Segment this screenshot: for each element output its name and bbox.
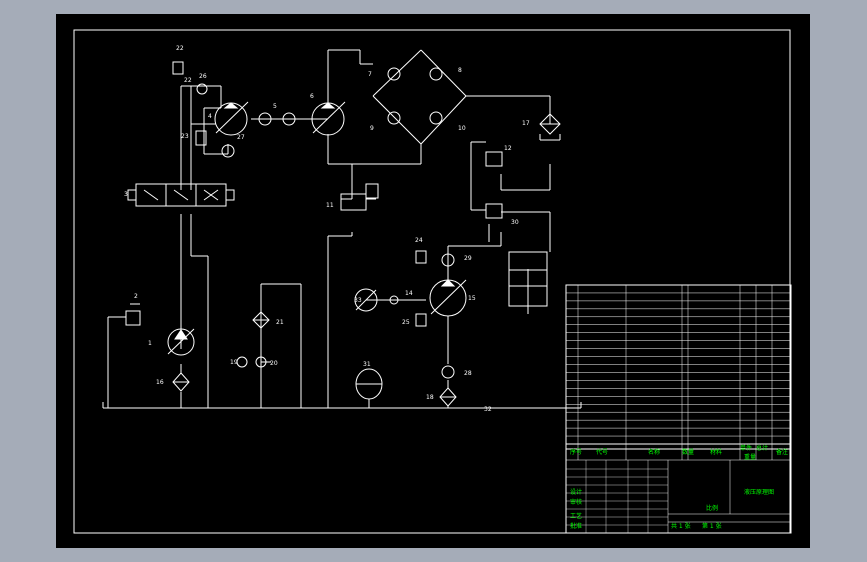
process-label: 工艺: [570, 512, 582, 520]
sheet-count: 共 1 张: [671, 522, 691, 530]
label-22: 22: [176, 45, 184, 52]
designer-label: 设计: [570, 488, 582, 496]
label-10: 10: [458, 125, 466, 132]
label-30: 30: [511, 219, 519, 226]
label-7: 7: [368, 71, 372, 78]
parts-list: 序号 代号 名称 数量 材料 单件 总计 备注 重量: [565, 284, 792, 461]
label-31: 31: [363, 361, 371, 368]
label-6: 6: [310, 93, 314, 100]
label-14: 14: [405, 290, 413, 297]
label-2: 2: [134, 293, 138, 300]
scale-label: 比例: [706, 504, 718, 512]
bom-header-qty: 数量: [682, 448, 694, 456]
drawing-title: 液压原理图: [744, 488, 774, 496]
label-5: 5: [273, 103, 277, 110]
drawing-sheet: 22 26 4 5 6 23 27 3 7 8 9 10 17 12 11 30…: [56, 14, 810, 548]
bom-weight-label: 重量: [744, 453, 756, 461]
bom-header-index: 序号: [570, 448, 582, 456]
checker-label: 审核: [570, 498, 582, 506]
label-4: 4: [208, 113, 212, 120]
label-15: 15: [468, 295, 476, 302]
label-28: 28: [464, 370, 472, 377]
label-21: 21: [276, 319, 284, 326]
label-19: 19: [230, 359, 238, 366]
label-11: 11: [326, 202, 334, 209]
label-25: 25: [402, 319, 410, 326]
bom-header-name: 名称: [648, 448, 660, 456]
approve-label: 批准: [570, 522, 582, 530]
label-8: 8: [458, 67, 462, 74]
sheet-number: 第 1 张: [702, 522, 722, 530]
component-labels: 22 26 4 5 6 23 27 3 7 8 9 10 17 12 11 30…: [124, 45, 530, 413]
label-22b: 22: [184, 77, 192, 84]
label-12: 12: [504, 145, 512, 152]
label-16: 16: [156, 379, 164, 386]
label-23: 23: [181, 133, 189, 140]
components: [125, 61, 561, 407]
label-17: 17: [522, 120, 530, 127]
schematic-lines: [102, 49, 582, 409]
bom-header-unit: 单件: [740, 444, 752, 452]
title-block: 液压原理图 比例 共 1 张 第 1 张 设计 审核 工艺 批准: [565, 443, 792, 534]
bom-header-material: 材料: [710, 448, 722, 456]
label-9: 9: [370, 125, 374, 132]
label-18: 18: [426, 394, 434, 401]
label-33: 33: [354, 297, 362, 304]
inner-frame: [73, 29, 791, 534]
label-20: 20: [270, 360, 278, 367]
label-3: 3: [124, 191, 128, 198]
label-1: 1: [148, 340, 152, 347]
bom-header-total: 总计: [756, 444, 768, 452]
label-26: 26: [199, 73, 207, 80]
label-24: 24: [415, 237, 423, 244]
label-27: 27: [237, 134, 245, 141]
hydraulic-schematic: 22 26 4 5 6 23 27 3 7 8 9 10 17 12 11 30…: [73, 29, 792, 534]
bom-header-code: 代号: [596, 448, 608, 456]
bom-header-remark: 备注: [776, 448, 788, 456]
label-32: 32: [484, 406, 492, 413]
label-29: 29: [464, 255, 472, 262]
